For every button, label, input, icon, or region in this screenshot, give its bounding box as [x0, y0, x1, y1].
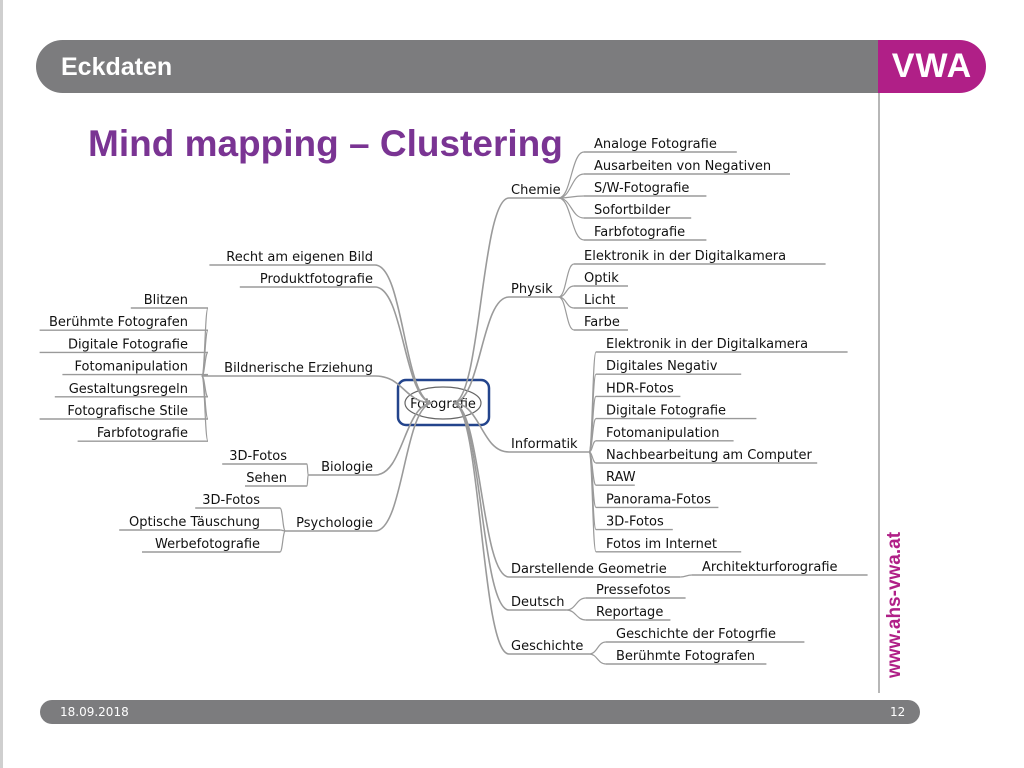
leaf-right-2-6: RAW — [606, 470, 636, 485]
topic-right-0: Chemie — [511, 183, 561, 198]
leaf-line-left-2-6 — [201, 375, 209, 442]
leaf-line-left-4-0 — [279, 507, 286, 532]
leaf-right-0-4: Farbfotografie — [594, 225, 685, 240]
leaf-line-left-3-0 — [306, 463, 309, 476]
topic-left-4: Psychologie — [296, 516, 373, 531]
branch-line-left-2 — [374, 375, 434, 404]
topic-left-0: Recht am eigenen Bild — [226, 250, 373, 265]
leaf-left-4-2: Werbefotografie — [155, 537, 260, 552]
leaf-left-3-0: 3D-Fotos — [229, 449, 287, 464]
leaf-right-5-0: Geschichte der Fotogrfie — [616, 627, 776, 642]
leaf-right-0-1: Ausarbeiten von Negativen — [594, 159, 771, 174]
topic-left-1: Produktfotografie — [260, 272, 373, 287]
slide-frame-edge — [0, 0, 3, 768]
leaf-right-0-0: Analoge Fotografie — [594, 137, 717, 152]
header-title: Eckdaten — [61, 53, 173, 81]
branch-line-left-3 — [374, 402, 434, 476]
leaf-line-right-0-1 — [558, 173, 585, 199]
leaf-right-2-3: Digitale Fotografie — [606, 404, 726, 419]
leaf-right-4-1: Reportage — [596, 605, 663, 620]
leaf-left-2-0: Blitzen — [144, 293, 188, 308]
leaf-line-right-5-0 — [588, 641, 607, 655]
footer-date: 18.09.2018 — [60, 705, 129, 719]
leaf-left-2-1: Berühmte Fotografen — [49, 315, 188, 330]
leaf-right-2-4: Fotomanipulation — [606, 426, 719, 441]
branch-line-left-0 — [374, 264, 434, 404]
topic-left-3: Biologie — [321, 460, 373, 475]
header-bar — [36, 40, 941, 93]
leaf-left-4-1: Optische Täuschung — [129, 515, 260, 530]
leaf-line-right-0-0 — [558, 151, 585, 199]
leaf-left-2-2: Digitale Fotografie — [68, 337, 188, 352]
topic-right-3: Darstellende Geometrie — [511, 562, 667, 577]
leaf-right-1-2: Licht — [584, 293, 615, 308]
leaf-right-2-0: Elektronik in der Digitalkamera — [606, 337, 808, 352]
topic-right-1: Physik — [511, 282, 553, 297]
leaf-right-2-2: HDR-Fotos — [606, 381, 674, 396]
branch-line-right-2 — [452, 402, 510, 453]
leaf-line-right-4-0 — [566, 597, 587, 611]
vertical-divider — [878, 93, 880, 693]
branch-line-right-1 — [452, 296, 510, 404]
leaf-line-right-1-0 — [558, 263, 575, 298]
branch-line-right-5 — [452, 402, 510, 655]
leaf-right-2-8: 3D-Fotos — [606, 515, 664, 530]
leaf-right-2-7: Panorama-Fotos — [606, 492, 711, 507]
website-url[interactable]: www.ahs-vwa.at — [884, 531, 905, 679]
leaf-left-4-0: 3D-Fotos — [202, 493, 260, 508]
leaf-right-2-5: Nachbearbeitung am Computer — [606, 448, 813, 463]
branch-line-right-0 — [452, 197, 510, 404]
leaf-left-3-1: Sehen — [246, 471, 287, 486]
leaf-left-2-5: Fotografische Stile — [67, 404, 188, 419]
topic-right-5: Geschichte — [511, 639, 583, 654]
leaf-right-4-0: Pressefotos — [596, 583, 671, 598]
branch-line-right-4 — [452, 402, 510, 611]
leaf-right-3-0: Architekturforografie — [702, 560, 838, 575]
leaf-line-right-2-9 — [588, 451, 597, 553]
branch-line-left-4 — [374, 402, 434, 532]
leaf-line-left-3-1 — [306, 474, 309, 487]
slide-title: Mind mapping – Clustering — [88, 123, 563, 164]
leaf-left-2-4: Gestaltungsregeln — [69, 382, 188, 397]
leaf-right-1-1: Optik — [584, 271, 619, 286]
footer-bar — [40, 700, 920, 724]
leaf-left-2-3: Fotomanipulation — [75, 360, 188, 375]
leaf-line-right-4-1 — [566, 609, 587, 621]
leaf-line-right-0-4 — [558, 197, 585, 241]
leaf-line-right-0-3 — [558, 197, 585, 219]
leaf-right-0-3: Sofortbilder — [594, 203, 671, 218]
leaf-right-2-1: Digitales Negativ — [606, 359, 718, 374]
leaf-right-1-3: Farbe — [584, 315, 620, 330]
page-number: 12 — [890, 705, 906, 719]
leaf-right-2-9: Fotos im Internet — [606, 537, 717, 552]
leaf-right-0-2: S/W-Fotografie — [594, 181, 689, 196]
topic-right-2: Informatik — [511, 437, 578, 452]
vwa-logo: VWA — [878, 40, 986, 93]
leaf-line-right-3-0 — [680, 574, 693, 578]
topic-right-4: Deutsch — [511, 595, 565, 610]
branch-line-left-1 — [374, 286, 434, 404]
leaf-line-left-4-2 — [279, 530, 286, 553]
leaf-right-1-0: Elektronik in der Digitalkamera — [584, 249, 786, 264]
leaf-left-2-6: Farbfotografie — [97, 426, 188, 441]
vwa-logo-text: VWA — [891, 47, 973, 85]
leaf-right-5-1: Berühmte Fotografen — [616, 649, 755, 664]
leaf-line-right-5-1 — [588, 653, 607, 665]
topic-left-2: Bildnerische Erziehung — [224, 361, 373, 376]
leaf-line-right-1-3 — [558, 296, 575, 331]
